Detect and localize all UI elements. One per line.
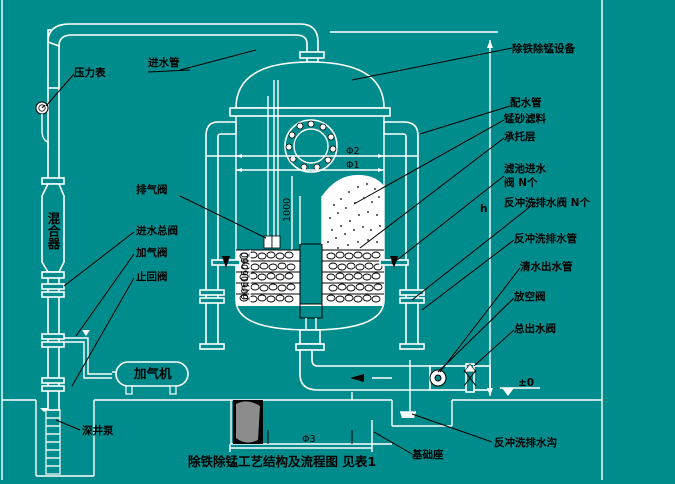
dim-ground-level: ±0 <box>518 377 534 389</box>
dim-h: h <box>480 203 487 215</box>
dim-layer-3: 60 <box>240 276 251 288</box>
exhaust-pipes <box>263 80 293 250</box>
label-support-layer: 承托层 <box>504 130 536 143</box>
label-air-compressor: 加气机 <box>133 366 172 381</box>
deep-well-pump <box>40 408 61 475</box>
label-deep-well-pump: 深井泵 <box>82 424 114 437</box>
label-backwash-drain-valve: 反冲洗排水阀 N个 <box>504 196 590 209</box>
diagram-title: 除铁除锰工艺结构及流程图 见表1 <box>188 454 376 469</box>
dim-phi3: Φ3 <box>302 434 316 445</box>
label-inlet-pipe: 进水管 <box>148 56 180 69</box>
label-check-valve: 止回阀 <box>136 270 168 283</box>
side-pipes <box>199 121 425 350</box>
dim-phi2: Φ2 <box>346 146 360 157</box>
label-main-outlet-valve: 总出水阀 <box>514 322 556 335</box>
label-backwash-trench: 反冲洗排水沟 <box>494 436 557 449</box>
manhole <box>284 119 338 173</box>
label-aeration-valve: 加气阀 <box>135 246 168 259</box>
label-clear-water-outlet: 清水出水管 <box>520 260 573 273</box>
dim-layer-4: 60 <box>240 288 251 300</box>
label-pressure-gauge: 压力表 <box>74 66 106 79</box>
inlet-flange <box>299 51 325 59</box>
dim-height-1000: 1000 <box>282 198 293 222</box>
inlet-pipe <box>47 23 319 63</box>
label-exhaust-valve: 排气阀 <box>136 183 168 196</box>
label-manganese-sand: 锰砂滤料 <box>504 112 546 125</box>
diameter-dimensions <box>236 154 384 172</box>
label-distribution-pipe: 配水管 <box>510 96 542 109</box>
mixer <box>41 177 65 279</box>
label-vent-valve: 放空阀 <box>513 290 546 303</box>
filter-vessel <box>229 61 391 351</box>
air-line <box>64 330 112 379</box>
air-compressor <box>112 361 189 395</box>
label-mixer: 混合器 <box>46 211 61 250</box>
pressure-gauge <box>35 101 49 150</box>
label-filter-inlet-valve-1: 滤池进水 <box>504 162 546 175</box>
label-equipment: 除铁除锰设备 <box>512 42 575 55</box>
filter-media <box>236 174 384 330</box>
dim-layer-1: 60 <box>240 252 251 264</box>
dim-layer-2: 60 <box>240 264 251 276</box>
label-foundation: 基础座 <box>411 448 444 461</box>
label-backwash-drain-pipe: 反冲洗排水管 <box>514 232 577 245</box>
valve-group-rising <box>41 283 65 392</box>
dimension-labels: Φ2 Φ1 Φ3 1000 h ±0 60 60 60 60 <box>240 146 534 445</box>
leader-lines <box>45 47 537 455</box>
dim-phi1: Φ1 <box>346 160 360 171</box>
outlet-pipe <box>299 31 498 412</box>
label-main-inlet-valve: 进水总阀 <box>136 224 178 237</box>
labels: 进水管 除铁除锰设备 压力表 配水管 锰砂滤料 承托层 混合器 排气阀 滤池进水… <box>46 42 591 469</box>
ground-and-foundation <box>2 392 602 477</box>
ground-level-marker <box>500 387 540 396</box>
label-filter-inlet-valve-2: 阀 N个 <box>504 176 538 189</box>
